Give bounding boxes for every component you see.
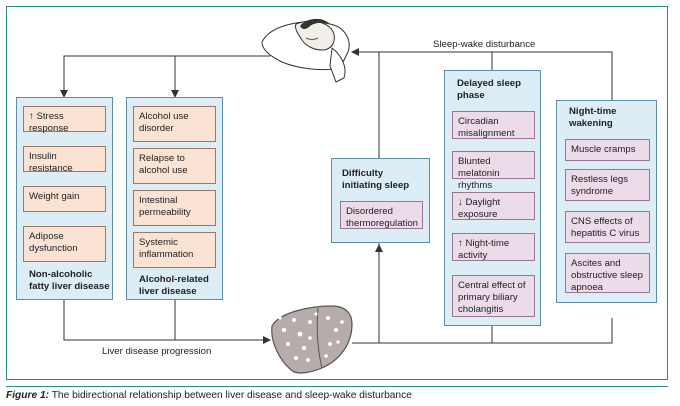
night-item: Ascites and obstructive sleep apnoea bbox=[565, 253, 650, 293]
bottom-line-right bbox=[352, 318, 613, 344]
nafld-item: Weight gain bbox=[23, 186, 106, 212]
caption-label: Figure 1: bbox=[6, 390, 50, 401]
delayed-item: Central effect of primary biliary cholan… bbox=[452, 275, 535, 317]
night-item: Restless legs syndrome bbox=[565, 169, 650, 201]
delayed-item: ↑ Night-time activity bbox=[452, 233, 535, 261]
difficulty-title: Difficulty initiating sleep bbox=[342, 168, 410, 191]
delayed-column: Delayed sleep phase Circadian misalignme… bbox=[444, 70, 541, 326]
nafld-item: Adipose dysfunction bbox=[23, 226, 106, 262]
bottom-line-left bbox=[63, 300, 271, 344]
nafld-item: ↑ Stress response bbox=[23, 106, 106, 134]
difficulty-item: Disordered thermoregulation bbox=[340, 201, 423, 229]
sleep-wake-label: Sleep-wake disturbance bbox=[430, 39, 539, 50]
top-line bbox=[60, 55, 270, 98]
nafld-item: Insulin resistance bbox=[23, 146, 106, 174]
ald-item: Intestinal permeability bbox=[133, 190, 216, 226]
liver-progression-label: Liver disease progression bbox=[102, 346, 212, 357]
delayed-item: ↓ Daylight exposure bbox=[452, 192, 535, 220]
nafld-column: ↑ Stress response Insulin resistance Wei… bbox=[16, 97, 113, 300]
delayed-title: Delayed sleep phase bbox=[457, 78, 521, 101]
caption-text: The bidirectional relationship between l… bbox=[51, 390, 412, 401]
night-column: Night-time wakening Muscle cramps Restle… bbox=[556, 100, 657, 303]
night-item: CNS effects of hepatitis C virus bbox=[565, 211, 650, 243]
delayed-item: Circadian misalignment bbox=[452, 111, 535, 139]
liver-icon bbox=[271, 305, 353, 374]
ald-item: Systemic inflammation bbox=[133, 232, 216, 268]
ald-item: Relapse to alcohol use bbox=[133, 148, 216, 184]
return-line bbox=[351, 48, 613, 100]
ald-title: Alcohol-related liver disease bbox=[139, 274, 209, 297]
ald-item: Alcohol use disorder bbox=[133, 106, 216, 142]
delayed-item: Blunted melatonin rhythms bbox=[452, 151, 535, 191]
night-item: Muscle cramps bbox=[565, 139, 650, 161]
ald-column: Alcohol use disorder Relapse to alcohol … bbox=[126, 97, 223, 300]
figure-caption: Figure 1: The bidirectional relationship… bbox=[6, 386, 668, 401]
figure-frame bbox=[6, 6, 668, 380]
night-title: Night-time wakening bbox=[569, 106, 617, 129]
nafld-title: Non-alcoholic fatty liver disease bbox=[29, 269, 110, 292]
difficulty-column: Difficulty initiating sleep Disordered t… bbox=[331, 158, 430, 243]
sleeping-person-icon bbox=[261, 18, 350, 83]
